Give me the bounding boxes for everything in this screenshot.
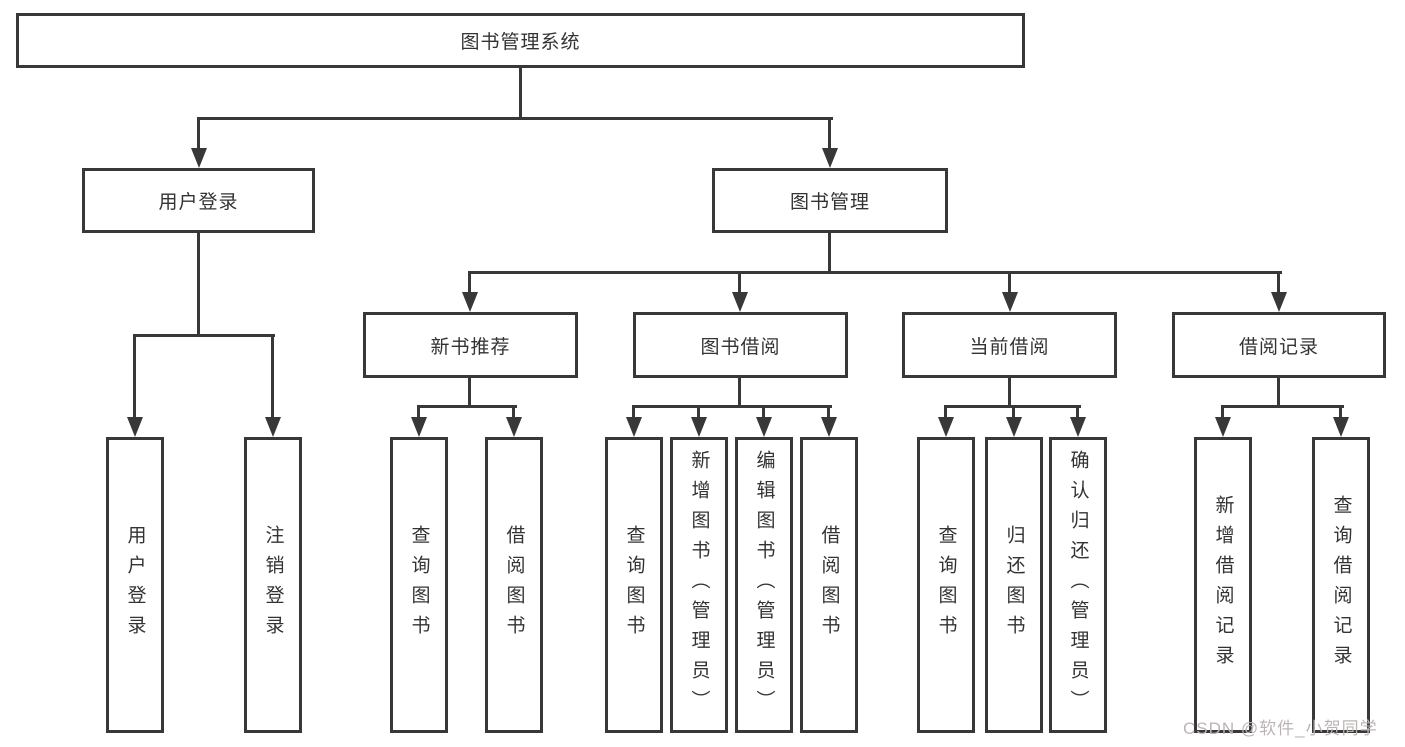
connector-line — [197, 117, 833, 120]
arrow-down-icon — [626, 417, 642, 437]
arrow-down-icon — [756, 417, 772, 437]
arrow-down-icon — [822, 148, 838, 168]
arrow-down-icon — [191, 148, 207, 168]
connector-line — [827, 405, 830, 418]
arrow-down-icon — [265, 417, 281, 437]
node-book-management: 图书管理 — [712, 168, 948, 233]
connector-line — [519, 66, 522, 120]
connector-line — [417, 405, 420, 418]
arrow-down-icon — [1002, 292, 1018, 312]
leaf-add-borrow-record: 新增借阅记录 — [1194, 437, 1252, 733]
leaf-query-books-recommend: 查询图书 — [390, 437, 448, 733]
arrow-down-icon — [411, 417, 427, 437]
connector-line — [133, 334, 136, 418]
connector-line — [762, 405, 765, 418]
connector-line — [1277, 376, 1280, 407]
node-borrowing-records: 借阅记录 — [1172, 312, 1386, 378]
connector-line — [1076, 405, 1079, 418]
node-book-borrowing: 图书借阅 — [633, 312, 848, 378]
connector-line — [197, 231, 200, 336]
arrow-down-icon — [821, 417, 837, 437]
connector-line — [1339, 405, 1342, 418]
connector-line — [133, 334, 275, 337]
node-user-login: 用户登录 — [82, 168, 315, 233]
connector-line — [944, 405, 947, 418]
leaf-query-borrow-record: 查询借阅记录 — [1312, 437, 1370, 733]
leaf-borrow-books-recommend: 借阅图书 — [485, 437, 543, 733]
connector-line — [197, 117, 200, 149]
connector-line — [632, 405, 635, 418]
connector-line — [697, 405, 700, 418]
connector-line — [468, 271, 471, 293]
leaf-confirm-return-admin: 确认归还（管理员） — [1049, 437, 1107, 733]
connector-line — [738, 376, 741, 407]
arrow-down-icon — [1271, 292, 1287, 312]
leaf-borrow-books: 借阅图书 — [800, 437, 858, 733]
connector-line — [1008, 271, 1011, 293]
leaf-query-books-borrowing: 查询图书 — [605, 437, 663, 733]
arrow-down-icon — [1006, 417, 1022, 437]
connector-line — [1277, 271, 1280, 293]
leaf-edit-book-admin: 编辑图书（管理员） — [735, 437, 793, 733]
leaf-query-books-current: 查询图书 — [917, 437, 975, 733]
leaf-logout: 注销登录 — [244, 437, 302, 733]
connector-line — [1221, 405, 1224, 418]
connector-line — [828, 117, 831, 149]
leaf-user-login: 用户登录 — [106, 437, 164, 733]
arrow-down-icon — [1215, 417, 1231, 437]
arrow-down-icon — [462, 292, 478, 312]
connector-line — [1008, 376, 1011, 407]
connector-line — [738, 271, 741, 293]
connector-line — [271, 334, 274, 418]
connector-line — [632, 405, 832, 408]
connector-line — [828, 231, 831, 274]
csdn-watermark: CSDN @软件_小贺同学 — [1183, 719, 1378, 738]
node-library-management-system: 图书管理系统 — [16, 13, 1025, 68]
arrow-down-icon — [1333, 417, 1349, 437]
arrow-down-icon — [506, 417, 522, 437]
node-new-book-recommendation: 新书推荐 — [363, 312, 578, 378]
connector-line — [1012, 405, 1015, 418]
node-current-borrowing: 当前借阅 — [902, 312, 1117, 378]
arrow-down-icon — [732, 292, 748, 312]
arrow-down-icon — [127, 417, 143, 437]
leaf-add-book-admin: 新增图书（管理员） — [670, 437, 728, 733]
connector-line — [468, 376, 471, 407]
arrow-down-icon — [938, 417, 954, 437]
arrow-down-icon — [691, 417, 707, 437]
connector-line — [417, 405, 517, 408]
connector-line — [468, 271, 1282, 274]
leaf-return-book: 归还图书 — [985, 437, 1043, 733]
connector-line — [512, 405, 515, 418]
arrow-down-icon — [1070, 417, 1086, 437]
connector-line — [1221, 405, 1344, 408]
